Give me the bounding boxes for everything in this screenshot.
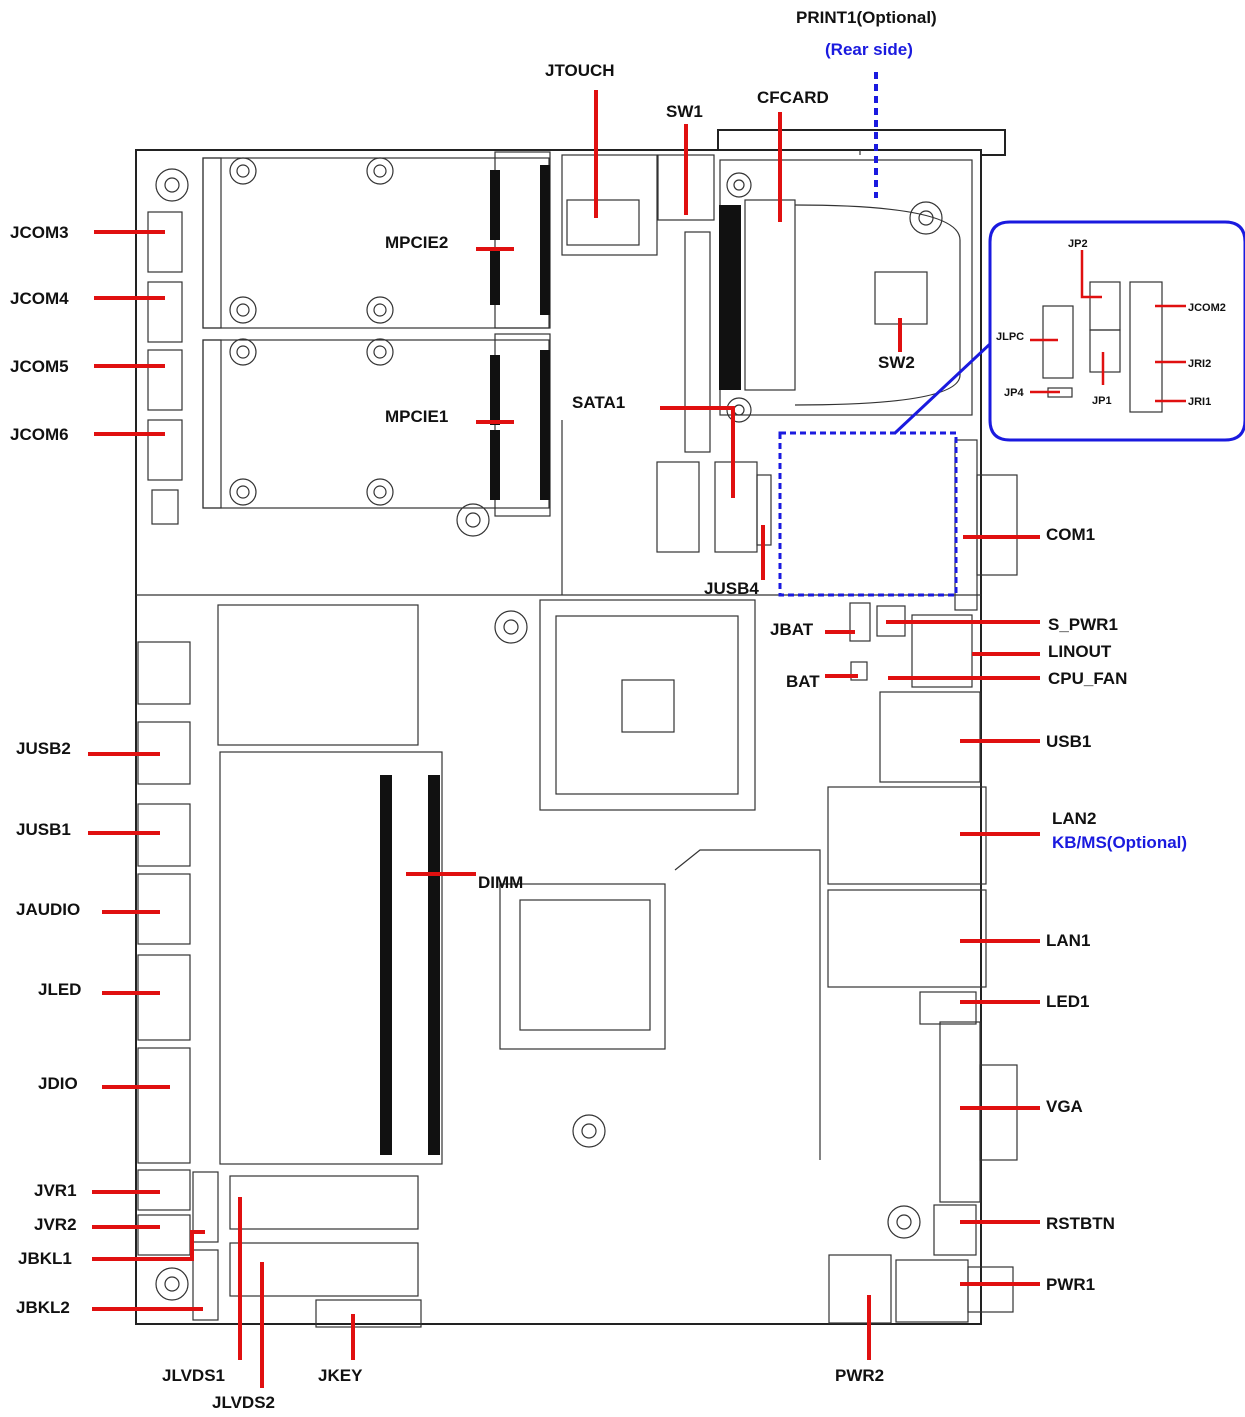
jvr2-label: JVR2: [34, 1215, 77, 1234]
jlpc-label: JLPC: [996, 331, 1024, 343]
sw1-label: SW1: [666, 102, 703, 121]
sata1-leader: [660, 406, 735, 498]
pwr1-label: PWR1: [1046, 1275, 1095, 1294]
jp4-label: JP4: [1004, 387, 1024, 399]
s-pwr1-label: S_PWR1: [1048, 615, 1118, 634]
jumper-highlight-box: [778, 431, 958, 597]
cpu-socket: [539, 599, 756, 811]
jtouch-label: JTOUCH: [545, 61, 615, 80]
sw2-label: SW2: [878, 353, 915, 372]
mounting-holes: [155, 168, 943, 1301]
sata1-label: SATA1: [572, 393, 625, 412]
jri1-label: JRI1: [1188, 396, 1211, 408]
lan1-label: LAN1: [1046, 931, 1090, 950]
jp1-label: JP1: [1092, 395, 1112, 407]
mpcie1-label: MPCIE1: [385, 407, 448, 426]
jcom3-label: JCOM3: [10, 223, 69, 242]
jumper-inset: [893, 220, 1245, 442]
mpcie2-label: MPCIE2: [385, 233, 448, 252]
jkey-label: JKEY: [318, 1366, 363, 1385]
kbms-label: KB/MS(Optional): [1052, 833, 1187, 852]
bat-label: BAT: [786, 672, 820, 691]
linout-label: LINOUT: [1048, 642, 1112, 661]
lan2-label: LAN2: [1052, 809, 1096, 828]
jcom4-label: JCOM4: [10, 289, 69, 308]
jusb4-label: JUSB4: [704, 579, 759, 598]
vga-label: VGA: [1046, 1097, 1083, 1116]
bottom-connectors: [229, 1175, 422, 1328]
inset-labels: JP2 JCOM2 JLPC JRI2 JP4 JP1 JRI1: [996, 238, 1226, 408]
component-labels: PRINT1(Optional) (Rear side) JTOUCH SW1 …: [10, 8, 1187, 1412]
rear-io-connectors: [827, 439, 1018, 1324]
cpu-fan-label: CPU_FAN: [1048, 669, 1127, 688]
chipset: [499, 883, 666, 1050]
jbkl1-leader: [92, 1230, 205, 1261]
jcom6-label: JCOM6: [10, 425, 69, 444]
com1-label: COM1: [1046, 525, 1095, 544]
top-center-components: [561, 154, 973, 453]
jcom2-label: JCOM2: [1188, 302, 1226, 314]
jcom5-label: JCOM5: [10, 357, 69, 376]
led1-label: LED1: [1046, 992, 1089, 1011]
mpcie2-slot-drawing: [202, 151, 551, 329]
print1-label: PRINT1(Optional): [796, 8, 937, 27]
jvr1-label: JVR1: [34, 1181, 77, 1200]
mpcie1-slot-drawing: [202, 333, 551, 517]
jdio-label: JDIO: [38, 1074, 78, 1093]
jbat-label: JBAT: [770, 620, 814, 639]
usb1-label: USB1: [1046, 732, 1091, 751]
sata-area: [561, 420, 772, 595]
jp2-leader: [1080, 250, 1102, 299]
cfcard-label: CFCARD: [757, 88, 829, 107]
jled-label: JLED: [38, 980, 81, 999]
jbkl1-label: JBKL1: [18, 1249, 72, 1268]
left-pin-headers: [137, 211, 219, 1321]
leader-lines: [88, 90, 1040, 1388]
jusb1-label: JUSB1: [16, 820, 71, 839]
rear-side-label: (Rear side): [825, 40, 913, 59]
jlvds1-label: JLVDS1: [162, 1366, 225, 1385]
rstbtn-label: RSTBTN: [1046, 1214, 1115, 1233]
jlvds2-label: JLVDS2: [212, 1393, 275, 1412]
dimm-slot-drawing: [217, 604, 821, 1165]
inset-leader-lines: [1030, 250, 1186, 403]
pwr2-label: PWR2: [835, 1366, 884, 1385]
jusb2-label: JUSB2: [16, 739, 71, 758]
dimm-label: DIMM: [478, 873, 523, 892]
jri2-label: JRI2: [1188, 358, 1211, 370]
jbkl2-label: JBKL2: [16, 1298, 70, 1317]
jaudio-label: JAUDIO: [16, 900, 80, 919]
jp2-label: JP2: [1068, 238, 1088, 250]
